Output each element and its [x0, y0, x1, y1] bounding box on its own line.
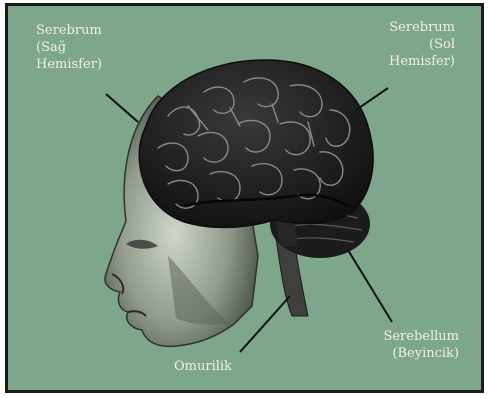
- label-cerebrum-left-line3: Hemisfer): [389, 53, 455, 70]
- leader-line-right-hemisphere: [106, 94, 138, 122]
- leader-line-cerebellum: [348, 250, 392, 322]
- leader-line-left-hemisphere: [356, 88, 388, 110]
- label-cerebrum-right-line1: Serebrum: [36, 22, 102, 39]
- figure-frame: Serebrum (Sağ Hemisfer) Serebrum (Sol He…: [5, 3, 484, 393]
- label-cerebellum-line2: (Beyincik): [383, 345, 459, 362]
- label-cerebrum-left-line2: (Sol: [389, 36, 455, 53]
- label-cerebellum-line1: Serebellum: [383, 328, 459, 345]
- label-cerebrum-right-line3: Hemisfer): [36, 56, 102, 73]
- label-cerebellum: Serebellum (Beyincik): [383, 328, 459, 362]
- label-cerebrum-right-line2: (Sağ: [36, 39, 102, 56]
- label-spinal-cord: Omurilik: [174, 358, 232, 375]
- label-cerebrum-right-hemisphere: Serebrum (Sağ Hemisfer): [36, 22, 102, 73]
- label-cerebrum-left-line1: Serebrum: [389, 19, 455, 36]
- label-cerebrum-left-hemisphere: Serebrum (Sol Hemisfer): [389, 19, 455, 70]
